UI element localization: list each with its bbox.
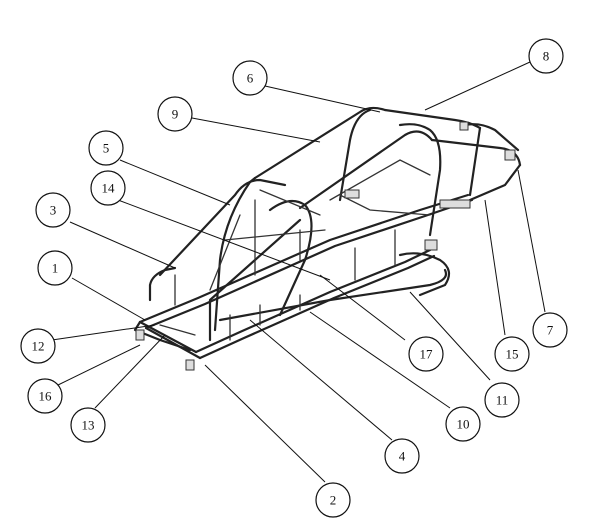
callout-label-6: 6: [247, 71, 254, 86]
leader-1: [71, 277, 146, 321]
leader-15: [484, 199, 506, 336]
nose-tube: [133, 320, 192, 352]
callout-label-1: 1: [52, 261, 59, 276]
front-cross-lower: [138, 320, 198, 354]
leader-13: [94, 334, 166, 409]
leader-7: [517, 169, 546, 313]
leader-2: [204, 364, 326, 483]
bracket-5: [504, 149, 516, 161]
callout-label-14: 14: [102, 181, 116, 196]
callout-label-2: 2: [330, 493, 337, 508]
bracket-7: [439, 199, 471, 209]
callout-8: 8: [528, 38, 564, 74]
top-rail-left: [253, 106, 387, 180]
bracket-2: [185, 359, 195, 371]
callout-label-13: 13: [82, 418, 95, 433]
rear-arch: [398, 252, 451, 297]
callout-5: 5: [88, 130, 124, 166]
rear-down-left: [468, 126, 482, 197]
callout-6: 6: [232, 60, 268, 96]
callout-label-11: 11: [496, 393, 509, 408]
leader-14: [117, 199, 331, 281]
callout-14: 14: [90, 170, 126, 206]
seat-brace: [329, 159, 431, 201]
callouts: 1 2 3 4 5 6 7 8 9 10 11 12 13 14 15 16 1…: [20, 38, 568, 518]
callout-2: 2: [315, 482, 351, 518]
leader-11: [409, 291, 491, 381]
main-hoop-left: [338, 108, 372, 202]
front-top-right: [208, 218, 302, 342]
leader-3: [69, 221, 176, 269]
leader-12: [51, 324, 156, 341]
top-rail-right: [298, 130, 434, 210]
callout-13: 13: [70, 407, 106, 443]
callout-label-4: 4: [399, 449, 406, 464]
nose-brace: [159, 324, 196, 336]
lower-left-rail-inner: [144, 198, 474, 330]
leader-8: [424, 61, 531, 111]
lower-right-rail: [194, 248, 432, 354]
callout-10: 10: [445, 406, 481, 442]
cross-brace: [224, 229, 326, 241]
callout-9: 9: [157, 96, 193, 132]
callout-label-16: 16: [39, 389, 53, 404]
callout-16: 16: [27, 378, 63, 414]
callout-label-5: 5: [103, 141, 110, 156]
bracket-6: [344, 189, 360, 199]
callout-3: 3: [35, 192, 71, 228]
callout-label-3: 3: [50, 203, 57, 218]
bracket-4: [459, 121, 469, 131]
callout-1: 1: [37, 250, 73, 286]
callout-label-12: 12: [32, 339, 45, 354]
cross-brace-2: [259, 189, 321, 216]
side-lower-tube: [218, 268, 448, 322]
callout-label-15: 15: [506, 347, 519, 362]
lower-left-rail: [138, 193, 470, 324]
callout-label-8: 8: [543, 49, 550, 64]
leader-5: [119, 159, 231, 206]
rear-down-right: [468, 163, 522, 202]
callout-4: 4: [384, 438, 420, 474]
leader-16: [57, 344, 141, 386]
cage-front-hoop: [213, 176, 257, 332]
front-cross-lower-2: [144, 326, 202, 360]
callout-11: 11: [484, 382, 520, 418]
bracket-3: [424, 239, 438, 251]
callout-label-10: 10: [457, 417, 470, 432]
seat-brace-2: [339, 194, 431, 216]
leader-lines: [51, 61, 546, 483]
callout-label-9: 9: [172, 107, 179, 122]
callout-15: 15: [494, 336, 530, 372]
frame-tubes: [133, 106, 522, 360]
callout-7: 7: [532, 312, 568, 348]
front-top-left: [158, 178, 287, 277]
callout-17: 17: [408, 336, 444, 372]
leader-6: [264, 85, 381, 113]
brace-2: [209, 214, 241, 291]
leader-9: [191, 117, 321, 143]
lower-right-rail-inner: [198, 254, 436, 360]
leader-10: [309, 311, 451, 409]
callout-12: 12: [20, 328, 56, 364]
main-hoop-right: [398, 123, 442, 237]
bracket-1: [135, 329, 145, 341]
callout-label-17: 17: [420, 347, 434, 362]
leader-17: [319, 274, 406, 341]
brackets: [135, 121, 516, 371]
callout-label-7: 7: [547, 323, 554, 338]
leader-4: [249, 319, 393, 441]
